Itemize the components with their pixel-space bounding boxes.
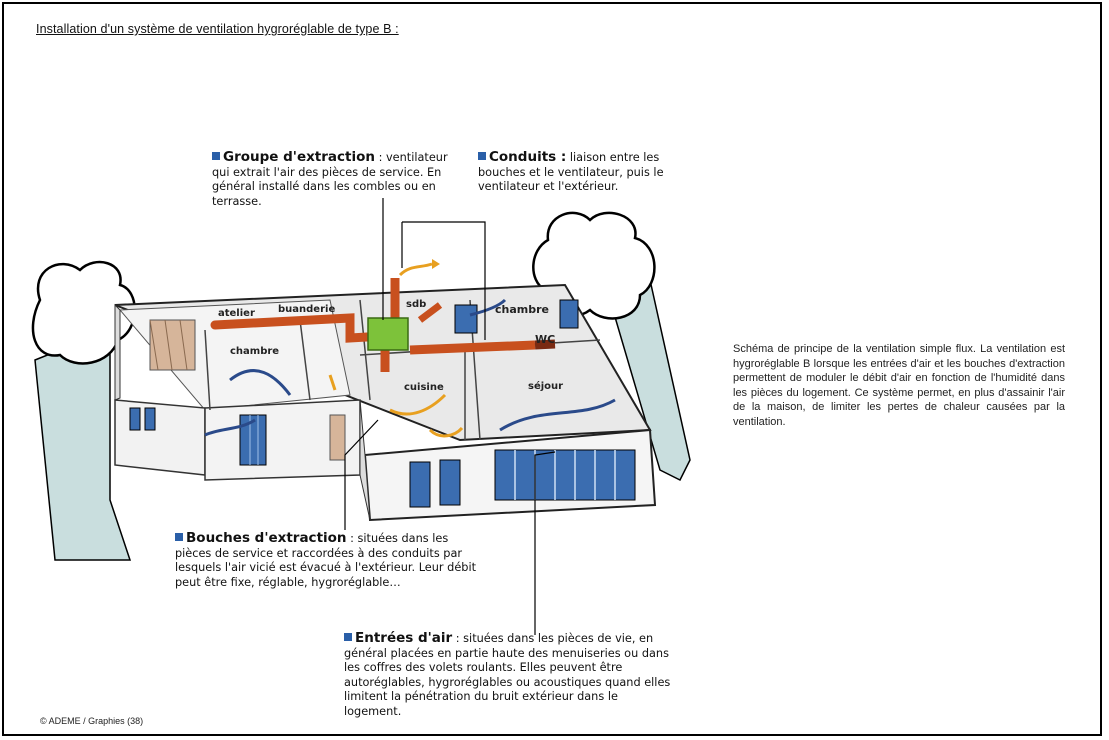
callout-text: : situées dans les pièces de service et …: [175, 532, 477, 589]
bullet-square-icon: [344, 633, 352, 641]
door-middle: [329, 414, 346, 461]
room-label-buanderie: buanderie: [278, 304, 335, 315]
left-window-1: [129, 407, 141, 431]
bullet-square-icon: [212, 152, 220, 160]
fresh-arrow-chambre-right: [469, 298, 507, 317]
extract-arrow-buanderie: [328, 374, 337, 391]
front-window-1: [409, 461, 431, 508]
callout-heading: Bouches d'extraction: [186, 530, 347, 546]
room-label-chambre-left: chambre: [230, 346, 279, 357]
left-wing-front: [114, 399, 206, 476]
callout-heading: Entrées d'air: [355, 630, 453, 646]
front-wall-side: [359, 399, 371, 521]
fresh-arrow-sejour: [499, 398, 616, 432]
leader-entrees: [534, 451, 556, 635]
left-window-2: [144, 407, 156, 431]
duct-sdb: [417, 302, 443, 323]
callout-heading: Conduits :: [489, 149, 567, 165]
room-label-atelier: atelier: [218, 308, 255, 319]
chambre-window: [559, 299, 579, 329]
callout-bouches-extraction: Bouches d'extraction : situées dans les …: [175, 531, 485, 590]
partitions: [204, 299, 601, 441]
extract-arrow-wc: [428, 426, 464, 438]
sdb-window: [454, 304, 478, 334]
bay-window: [494, 449, 636, 501]
duct-wc: [534, 339, 556, 350]
room-label-chambre-right: chambre: [495, 303, 549, 316]
duct-right: [409, 340, 536, 355]
exhaust-arrow: [398, 262, 433, 277]
description-paragraph: Schéma de principe de la ventilation sim…: [733, 343, 1065, 428]
callout-groupe-extraction: Groupe d'extraction : ventilateur qui ex…: [212, 150, 462, 209]
leader-bouches: [344, 419, 379, 530]
room-label-sejour: séjour: [528, 380, 563, 392]
callout-text: liaison entre les bouches et le ventilat…: [478, 151, 664, 193]
callout-entrees-air: Entrées d'air : situées dans les pièces …: [344, 631, 674, 719]
page-title: Installation d'un système de ventilation…: [36, 22, 399, 36]
front-window-2: [439, 459, 461, 506]
fresh-arrow-left: [204, 418, 256, 437]
bullet-square-icon: [175, 533, 183, 541]
callout-text: : situées dans les pièces de vie, en gén…: [344, 632, 671, 718]
callout-text: : ventilateur qui extrait l'air des pièc…: [212, 151, 448, 208]
leader-conduits: [401, 221, 486, 340]
left-wall-side: [114, 303, 121, 401]
callout-heading: Groupe d'extraction: [223, 149, 375, 165]
middle-window: [239, 414, 267, 466]
room-label-cuisine: cuisine: [404, 382, 444, 393]
extract-arrow-cuisine: [389, 393, 447, 416]
room-label-wc: WC: [535, 333, 555, 346]
closet-doors: [149, 319, 196, 371]
fresh-arrow-chambre: [229, 369, 292, 396]
bullet-square-icon: [478, 152, 486, 160]
callout-conduits: Conduits : liaison entre les bouches et …: [478, 150, 676, 195]
image-credit: © ADEME / Graphies (38): [40, 716, 144, 726]
room-label-sdb: sdb: [406, 299, 426, 310]
fan-unit: [367, 317, 409, 351]
